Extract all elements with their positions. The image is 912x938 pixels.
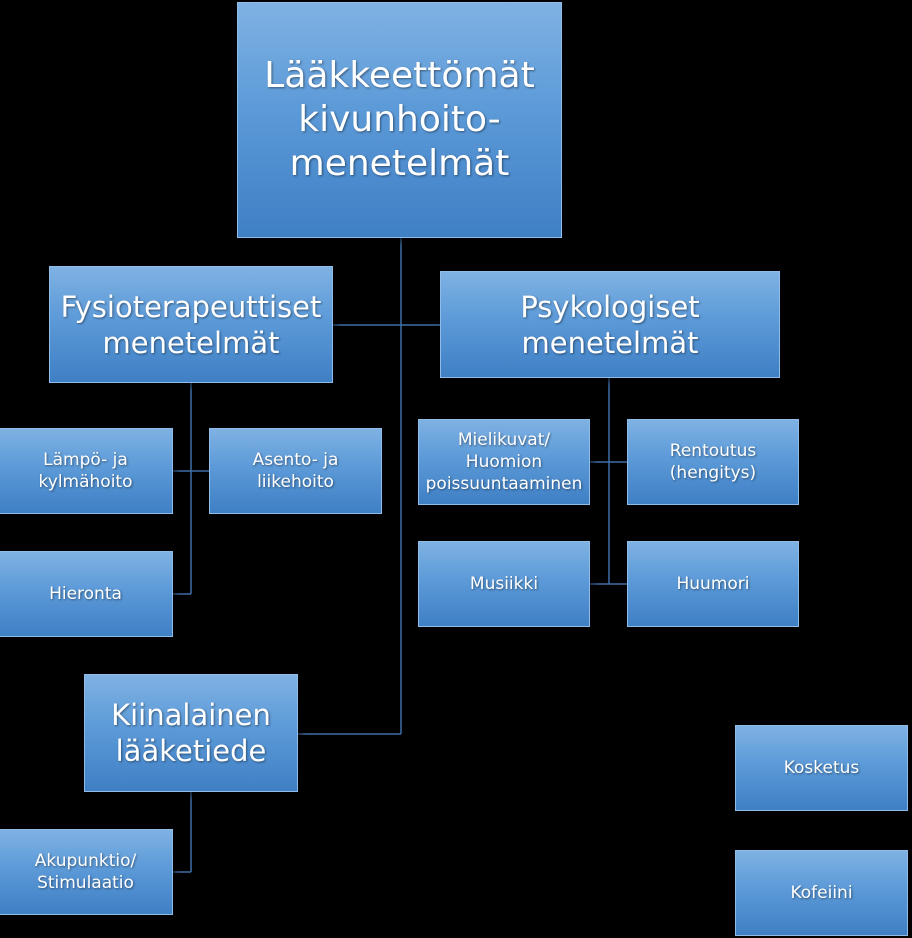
- node-huumori: Huumori: [627, 541, 799, 627]
- node-lampo-kylmahoito: Lämpö- ja kylmähoito: [0, 428, 173, 514]
- node-rentoutus: Rentoutus (hengitys): [627, 419, 799, 505]
- root-node: Lääkkeettömät kivunhoito- menetelmät: [237, 2, 562, 238]
- node-akupunktio: Akupunktio/ Stimulaatio: [0, 829, 173, 915]
- node-kofeiini: Kofeiini: [735, 850, 908, 936]
- node-kosketus: Kosketus: [735, 725, 908, 811]
- node-mielikuvat: Mielikuvat/ Huomion poissuuntaaminen: [418, 419, 590, 505]
- node-psykologiset: Psykologiset menetelmät: [440, 271, 780, 378]
- node-musiikki: Musiikki: [418, 541, 590, 627]
- node-asento-liikehoito: Asento- ja liikehoito: [209, 428, 382, 514]
- node-hieronta: Hieronta: [0, 551, 173, 637]
- node-fysioterapeuttiset: Fysioterapeuttiset menetelmät: [49, 266, 333, 383]
- node-kiinalainen: Kiinalainen lääketiede: [84, 674, 298, 792]
